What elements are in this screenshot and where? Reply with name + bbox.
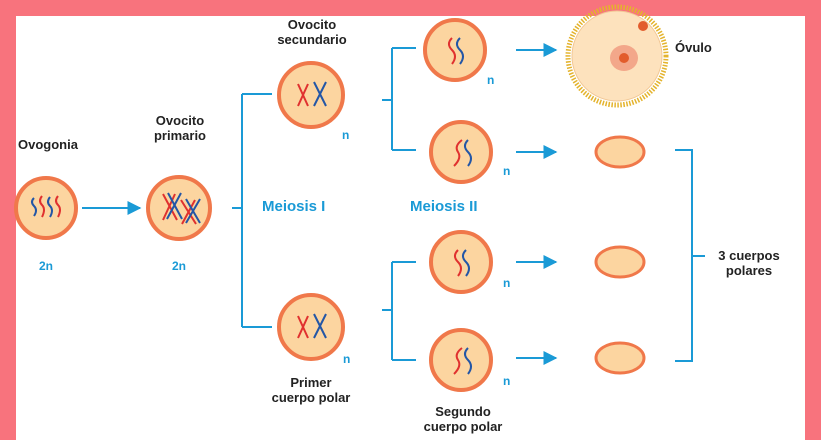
- ploidy-ovogonia: 2n: [30, 259, 62, 274]
- label-segundo-cuerpo-polar: Segundo cuerpo polar: [410, 404, 516, 434]
- ploidy-meiosis2-cell-1: n: [487, 73, 494, 88]
- ploidy-meiosis2-cell-4: n: [503, 374, 510, 389]
- ploidy-meiosis2-cell-3: n: [503, 276, 510, 291]
- label-meiosis-2: Meiosis II: [410, 199, 478, 214]
- ploidy-ovocito-secundario: n: [342, 128, 349, 143]
- polar-body-2: [596, 247, 644, 277]
- meiosis2-cell-4: [431, 330, 491, 390]
- label-meiosis-1: Meiosis I: [262, 199, 325, 214]
- primer-cuerpo-polar-cell: [279, 295, 343, 359]
- ploidy-primer-cuerpo-polar: n: [343, 352, 350, 367]
- label-ovulo: Óvulo: [675, 40, 712, 55]
- polar-body-1: [596, 137, 644, 167]
- meiosis2-cell-2: [431, 122, 491, 182]
- meiosis2-cell-1: [425, 20, 485, 80]
- ovulo-cell: [568, 7, 666, 105]
- label-ovogonia: Ovogonia: [18, 137, 78, 152]
- meiosis2-cell-3: [431, 232, 491, 292]
- meiosis2-upper-bracket: [382, 48, 416, 150]
- ploidy-meiosis2-cell-2: n: [503, 164, 510, 179]
- polar-bodies-bracket: [675, 150, 705, 361]
- label-tres-cuerpos-polares: 3 cuerpos polares: [708, 248, 790, 278]
- meiosis2-lower-bracket: [382, 262, 416, 360]
- ploidy-ovocito-primario: 2n: [163, 259, 195, 274]
- label-primer-cuerpo-polar: Primer cuerpo polar: [258, 375, 364, 405]
- ovocito-primario-cell: [148, 177, 210, 239]
- ovocito-secundario-cell: [279, 63, 343, 127]
- ovogonia-cell: [16, 178, 76, 238]
- label-ovocito-secundario: Ovocito secundario: [268, 17, 356, 47]
- label-ovocito-primario: Ovocito primario: [140, 113, 220, 143]
- polar-body-3: [596, 343, 644, 373]
